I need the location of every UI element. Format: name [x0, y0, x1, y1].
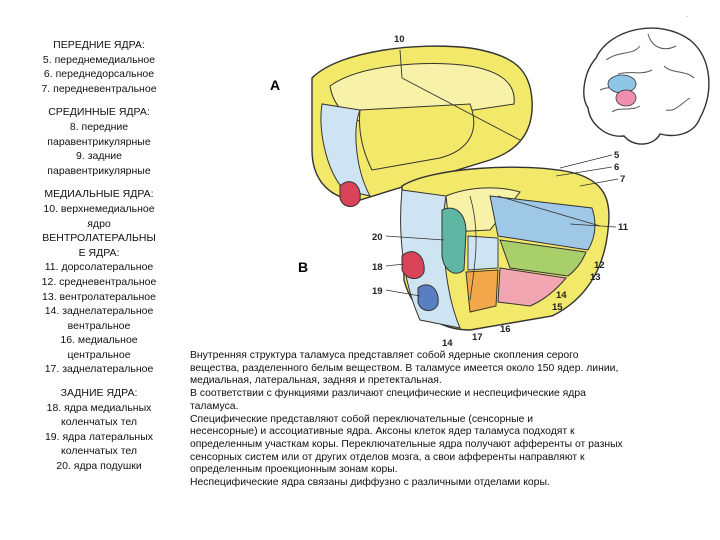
legend-item: ядро	[87, 217, 111, 230]
legend-item: 20. ядра подушки	[56, 460, 142, 473]
view-b-teal-section	[441, 207, 467, 274]
legend-item: коленчатых тел	[61, 416, 137, 429]
legend-item: 7. передневентральное	[41, 82, 157, 95]
description-line: определенным проекционным зонам коры.	[190, 464, 398, 476]
view-b-light-blue-core	[467, 235, 499, 271]
legend-item: 19. ядра латеральных	[44, 430, 154, 443]
description-line: определенным участкам коры. Переключател…	[190, 438, 623, 450]
label-5: 5	[614, 150, 620, 161]
description-line: сенсорных систем или от других отделов м…	[190, 451, 585, 463]
label-12: 12	[594, 260, 605, 271]
description-line: вещества, разделенного белым веществом. …	[190, 362, 619, 374]
legend-item: паравентрикулярные	[47, 135, 151, 148]
view-a-inner-yellow	[359, 103, 475, 171]
description-line: Внутренняя структура таламуса представля…	[190, 350, 579, 361]
legend-item: 12. средневентральное	[41, 275, 157, 288]
view-a-block	[311, 45, 533, 207]
view-b-blue-lateral-geniculate	[417, 284, 439, 311]
brain-thalamus-pink-region	[615, 89, 637, 107]
legend-title: ВЕНТРОЛАТЕРАЛЬНЫ	[42, 232, 156, 245]
label-11: 11	[618, 222, 629, 233]
leader-18	[385, 263, 405, 267]
legend-item: коленчатых тел	[61, 445, 137, 458]
view-b-internal-lamina	[469, 195, 601, 301]
description-text: Внутренняя структура таламуса представля…	[190, 350, 710, 490]
label-13: 13	[590, 272, 601, 283]
view-label-b: B	[298, 259, 308, 275]
legend-item: 5. переднемедиальное	[42, 53, 156, 66]
legend-title: МЕДИАЛЬНЫЕ ЯДРА:	[44, 188, 154, 201]
legend-item: 18. ядра медиальных	[46, 401, 152, 414]
view-label-a: A	[270, 77, 280, 93]
description-line: В соответствии с функциями различают спе…	[190, 388, 586, 400]
label-14b: 14	[442, 338, 453, 349]
leader-7	[579, 178, 619, 187]
label-18: 18	[372, 262, 383, 273]
label-17: 17	[472, 332, 483, 343]
label-10: 10	[394, 34, 405, 45]
view-a-white-matter-line	[399, 49, 521, 141]
legend-item: вентральное	[67, 319, 131, 332]
label-7: 7	[620, 174, 625, 185]
legend-item: 13. вентролатеральное	[42, 290, 156, 303]
legend-group-anterior: ПЕРЕДНИЕ ЯДРА: 5. переднемедиальное 6. п…	[20, 38, 178, 96]
legend-item: центральное	[67, 348, 131, 361]
legend-item: паравентрикулярные	[47, 164, 151, 177]
description-line: несенсорные) и ассоциативные ядра. Аксон…	[190, 426, 575, 438]
view-b-red-medial-geniculate	[401, 251, 425, 279]
legend-title: Е ЯДРА:	[78, 246, 120, 259]
view-a-red-nucleus	[339, 181, 361, 207]
view-b-green-section	[499, 239, 587, 277]
label-20: 20	[372, 232, 383, 243]
view-a-front-blue	[320, 103, 371, 197]
leader-20	[385, 235, 445, 241]
corner-mark: .	[686, 10, 689, 19]
description-line: таламуса.	[190, 400, 239, 412]
view-b-orange-section	[465, 269, 499, 313]
description-line: Неспецифические ядра связаны диффузно с …	[190, 477, 550, 489]
legend-item: 8. передние	[69, 120, 129, 133]
legend-group-median: СРЕДИННЫЕ ЯДРА: 8. передние паравентрику…	[20, 105, 178, 178]
legend-item: 9. задние	[76, 150, 122, 163]
legend-group-ventrolateral: ВЕНТРОЛАТЕРАЛЬНЫ Е ЯДРА: 11. дорсолатера…	[20, 231, 178, 377]
leader-11	[569, 223, 617, 228]
leader-5	[559, 154, 613, 169]
view-b-block	[400, 166, 610, 331]
leader-19	[385, 289, 421, 297]
label-6: 6	[614, 162, 619, 173]
legend-item: 11. дорсолатеральное	[44, 261, 154, 274]
label-19: 19	[372, 286, 383, 297]
brain-outline	[583, 27, 710, 145]
legend-item: 17. заднелатеральное	[44, 363, 154, 376]
label-14a: 14	[556, 290, 567, 301]
brain-thumbnail	[583, 27, 710, 145]
legend-title: ПЕРЕДНИЕ ЯДРА:	[53, 39, 145, 51]
legend-item: 14. заднелатеральное	[44, 305, 154, 318]
description-line: Специфические представляют собой переклю…	[190, 413, 534, 425]
description-line: медиальная, латеральная, задняя и претек…	[190, 375, 442, 387]
legend-item: 10. верхнемедиальное	[43, 202, 155, 215]
legend-item: 16. медиальное	[60, 334, 138, 347]
nuclei-legend: ПЕРЕДНИЕ ЯДРА: 5. переднемедиальное 6. п…	[20, 38, 178, 483]
legend-title: ЗАДНИЕ ЯДРА:	[60, 387, 138, 400]
label-16: 16	[500, 324, 511, 335]
label-15: 15	[552, 302, 563, 313]
diagram-number-labels: 10 5 6 7 11 12 13 14 15 16 17 14 20 18 1…	[372, 34, 629, 349]
legend-title: СРЕДИННЫЕ ЯДРА:	[48, 106, 150, 119]
legend-item: 6. переднедорсальное	[43, 68, 155, 81]
leader-6	[555, 166, 613, 177]
legend-group-medial: МЕДИАЛЬНЫЕ ЯДРА: 10. верхнемедиальное яд…	[20, 187, 178, 231]
view-b-pink-section	[497, 267, 567, 307]
view-b-blue-section	[489, 195, 596, 251]
legend-group-posterior: ЗАДНИЕ ЯДРА: 18. ядра медиальных коленча…	[20, 386, 178, 474]
